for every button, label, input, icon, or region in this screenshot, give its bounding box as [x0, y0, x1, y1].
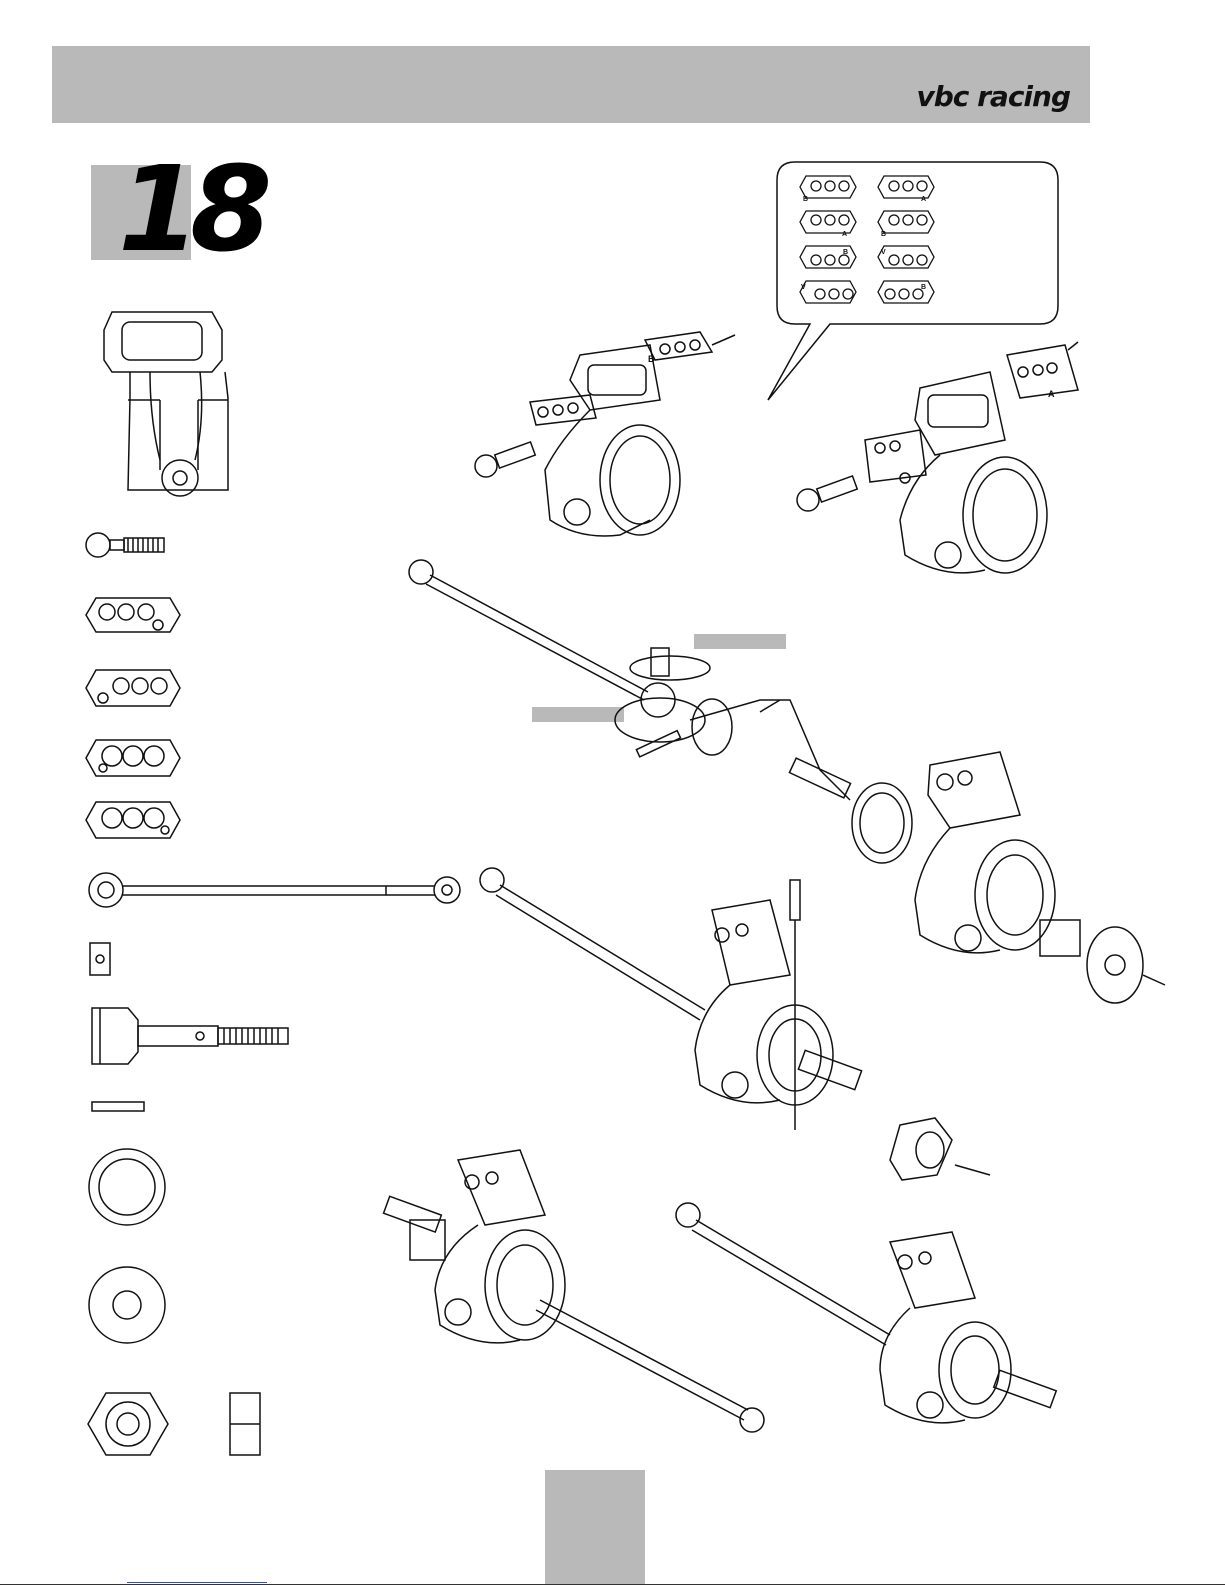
- bearing-icon: [89, 1267, 165, 1343]
- hole-label: B: [843, 249, 848, 256]
- hole-label: B: [881, 231, 886, 238]
- footer-link-underline[interactable]: [127, 1582, 267, 1583]
- page-number-tab: [545, 1470, 645, 1585]
- drive-shaft-icon: [92, 1008, 288, 1064]
- drive-shaft-icon: [480, 868, 990, 1180]
- plate-marker: B: [648, 354, 655, 364]
- hole-plate-icon: [86, 740, 180, 776]
- wheel-hex-icon: [230, 1393, 260, 1455]
- wheel-hex-icon: [88, 1393, 168, 1455]
- drive-shaft-icon: [89, 873, 460, 907]
- hole-plate-icon: [86, 802, 180, 838]
- hole-chart-callout: [768, 162, 1058, 400]
- hub-carrier-icon: [475, 332, 735, 536]
- pin-icon: [90, 943, 110, 975]
- hub-carrier-icon: [676, 1203, 1056, 1423]
- ball-stud-icon: [86, 533, 164, 557]
- hole-label: A: [842, 231, 847, 238]
- pin-icon: [92, 1102, 144, 1111]
- hub-carrier-icon: [915, 752, 1165, 1003]
- bearing-icon: [89, 1149, 165, 1225]
- hole-label: B: [921, 284, 926, 291]
- hole-label: V: [801, 284, 806, 291]
- hole-plate-icon: [86, 670, 180, 706]
- hub-carrier-icon: [797, 342, 1078, 573]
- hub-carrier-icon: [384, 1150, 764, 1432]
- hole-label: A: [921, 196, 926, 203]
- hub-carrier-icon: [104, 312, 228, 496]
- hole-label: B: [803, 196, 808, 203]
- drive-shaft-icon: [409, 560, 912, 863]
- plate-marker: A: [1048, 389, 1055, 399]
- hole-label: V: [881, 249, 886, 256]
- hole-plate-icon: [86, 598, 180, 632]
